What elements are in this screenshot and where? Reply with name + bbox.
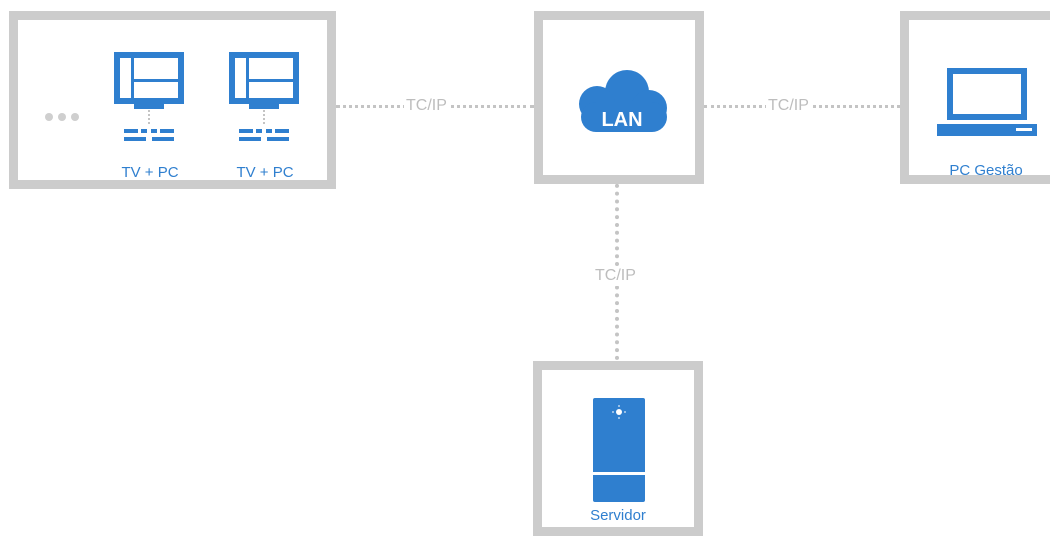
server-icon bbox=[591, 396, 647, 511]
ellipsis-icon bbox=[45, 113, 84, 121]
management-box: PC Gestão bbox=[900, 11, 1050, 184]
monitor-icon bbox=[112, 50, 188, 160]
server-label: Servidor bbox=[590, 507, 646, 524]
laptop-icon bbox=[934, 66, 1044, 151]
clients-box: TV + PC TV + PC bbox=[9, 11, 336, 189]
connector-label-lan-management: TC/IP bbox=[766, 96, 811, 116]
monitor-icon bbox=[227, 50, 303, 160]
cloud-icon bbox=[567, 62, 677, 147]
lan-label: LAN bbox=[601, 109, 643, 131]
lan-box: LAN bbox=[534, 11, 704, 184]
management-label: PC Gestão bbox=[949, 162, 1023, 179]
client-label: TV + PC bbox=[121, 164, 179, 181]
connector-label-lan-server: TC/IP bbox=[593, 266, 638, 286]
server-box: Servidor bbox=[533, 361, 703, 536]
connector-label-clients-lan: TC/IP bbox=[404, 96, 449, 116]
client-label: TV + PC bbox=[236, 164, 294, 181]
